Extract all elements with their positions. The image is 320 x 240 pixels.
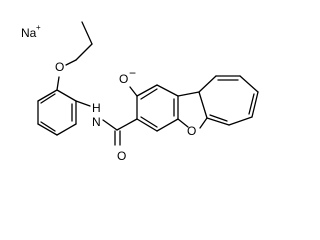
oxide-bond (129, 86, 138, 97)
ring-oxygen-label: O (187, 124, 196, 138)
ethyl-bonds (65, 21, 93, 66)
ether-oxygen-label: O (55, 60, 64, 74)
molecule-diagram: Na + O N H O (21, 21, 259, 163)
carbonyl-bond (114, 130, 121, 146)
oxide-charge-label: − (129, 66, 136, 80)
central-benzene-ring (136, 84, 179, 132)
amide-nitrogen-label: N (92, 115, 101, 129)
structure-canvas: Na + O N H O (21, 21, 259, 163)
phenyl-ring (37, 89, 77, 136)
nitrogen-carbonyl-bond (102, 119, 118, 131)
carbonyl-ring-bond (116, 118, 138, 131)
aryl-nitrogen-bond (75, 100, 91, 107)
furan-ring (177, 91, 208, 129)
ether-aryl-bond (56, 76, 60, 91)
right-benzene-ring (198, 75, 259, 126)
carbonyl-oxygen-label: O (117, 149, 126, 163)
oxide-oxygen-label: O (119, 72, 128, 86)
sodium-charge: + (36, 23, 41, 32)
sodium-label: Na (21, 26, 37, 40)
amide-hydrogen-label: H (92, 101, 101, 115)
